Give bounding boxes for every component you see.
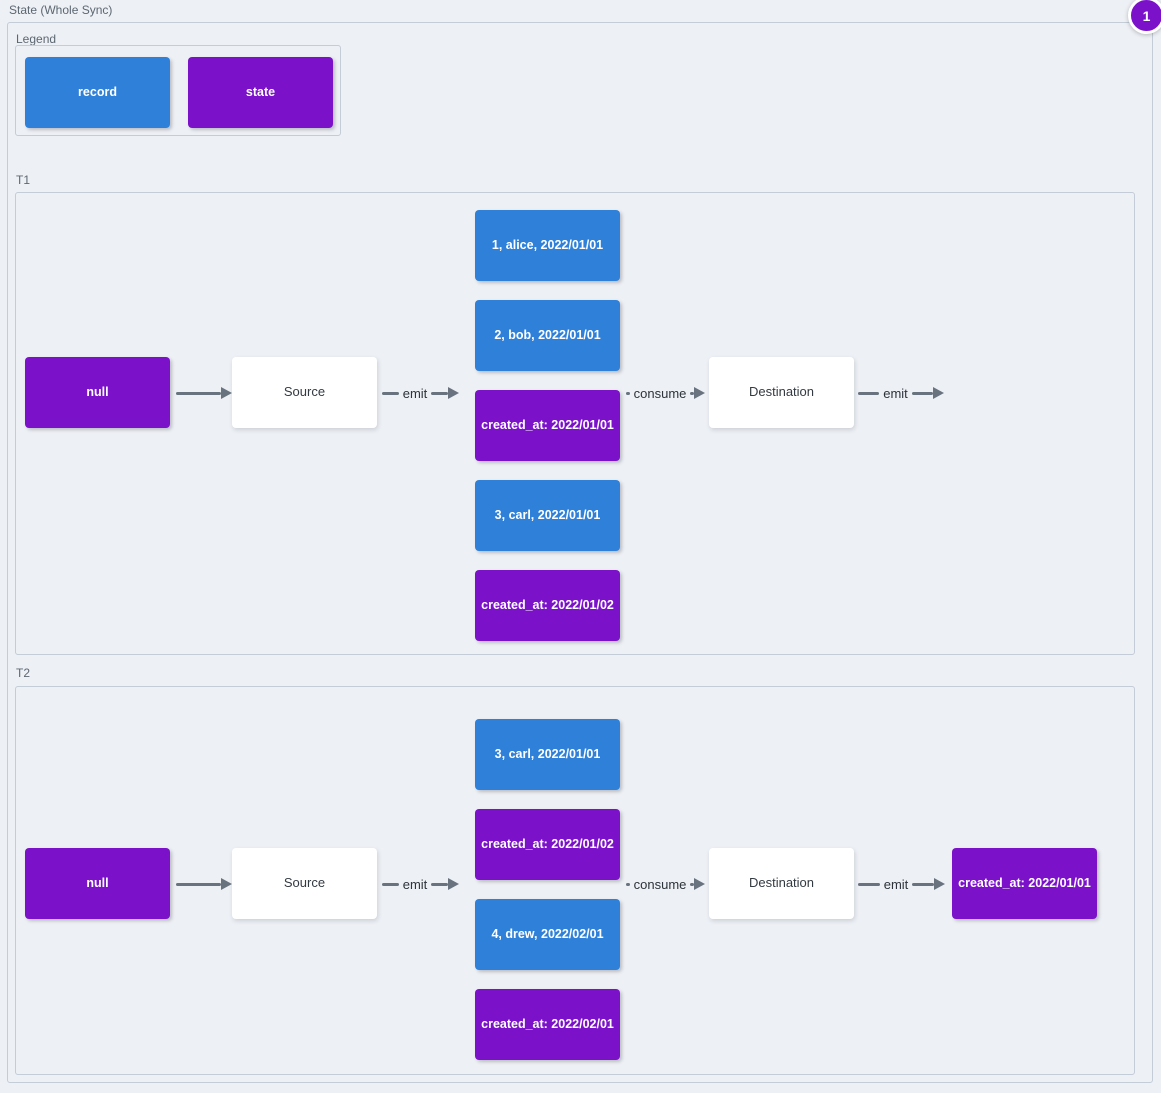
record-node: 1, alice, 2022/01/01: [475, 210, 620, 281]
edge-emit: emit: [382, 383, 459, 403]
section-label-t1: T1: [16, 173, 31, 187]
state-node: created_at: 2022/01/02: [475, 570, 620, 641]
whole-sync-group: [7, 22, 1153, 1083]
edge-label: emit: [883, 385, 908, 401]
destination-node: Destination: [709, 848, 854, 919]
legend-item-record: record: [25, 57, 170, 128]
legend-item-state: state: [188, 57, 333, 128]
arrowhead-icon: [934, 878, 945, 890]
record-node: 4, drew, 2022/02/01: [475, 899, 620, 970]
edge-label: emit: [883, 876, 909, 892]
legend-group: [15, 45, 341, 136]
source-node: Source: [232, 848, 377, 919]
source-node: Source: [232, 357, 377, 428]
record-node: 3, carl, 2022/01/01: [475, 719, 620, 790]
null-node: null: [25, 357, 170, 428]
section-t1: [15, 192, 1135, 655]
edge-line: [626, 391, 630, 395]
edge-line: [382, 882, 399, 886]
edge-line: [911, 391, 933, 395]
edge-label: emit: [402, 385, 428, 401]
edge-consume: consume: [626, 874, 705, 894]
edge-line: [626, 882, 630, 886]
arrowhead-icon: [448, 387, 459, 399]
edge-line: [431, 882, 448, 886]
edge-line: [176, 391, 221, 395]
edge-line: [382, 391, 399, 395]
section-label-t2: T2: [16, 666, 31, 680]
edge-line: [431, 391, 448, 395]
null-node: null: [25, 848, 170, 919]
edge-line: [912, 882, 934, 886]
arrowhead-icon: [694, 387, 705, 399]
state-node: created_at: 2022/02/01: [475, 989, 620, 1060]
edge-consume: consume: [626, 383, 705, 403]
edge-line: [690, 882, 694, 886]
arrowhead-icon: [933, 387, 944, 399]
arrowhead-icon: [448, 878, 459, 890]
edge-label: consume: [633, 385, 687, 401]
edge-label: consume: [633, 876, 687, 892]
annotation-badge: 1: [1128, 0, 1161, 34]
edge-line: [858, 391, 880, 395]
destination-node: Destination: [709, 357, 854, 428]
section-t2: [15, 686, 1135, 1075]
record-node: 2, bob, 2022/01/01: [475, 300, 620, 371]
output-state-node: created_at: 2022/01/01: [952, 848, 1097, 919]
edge-line: [690, 391, 694, 395]
state-node: created_at: 2022/01/02: [475, 809, 620, 880]
edge-null-source: [176, 383, 232, 403]
edge-null-source: [176, 874, 232, 894]
record-node: 3, carl, 2022/01/01: [475, 480, 620, 551]
arrowhead-icon: [221, 387, 232, 399]
edge-line: [176, 882, 221, 886]
edge-emit-out: emit: [858, 874, 945, 894]
edge-label: emit: [402, 876, 428, 892]
arrowhead-icon: [221, 878, 232, 890]
legend-label: Legend: [16, 32, 57, 46]
edge-emit-out: emit: [858, 383, 944, 403]
edge-line: [858, 882, 880, 886]
diagram-title: State (Whole Sync): [9, 3, 113, 17]
edge-emit: emit: [382, 874, 459, 894]
state-node: created_at: 2022/01/01: [475, 390, 620, 461]
arrowhead-icon: [694, 878, 705, 890]
